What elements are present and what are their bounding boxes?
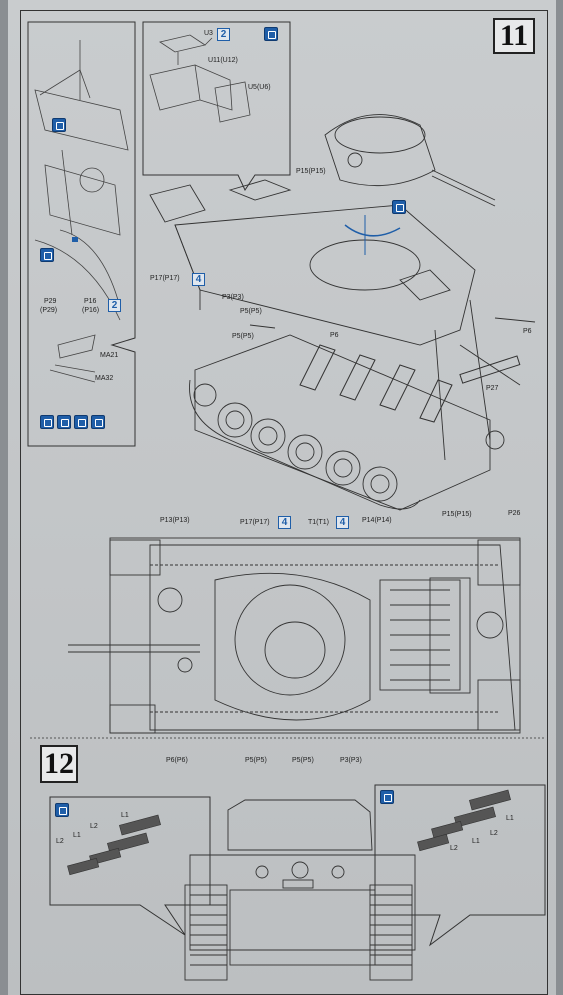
drill-icon bbox=[74, 415, 88, 429]
cement-icon bbox=[52, 118, 66, 132]
road-wheels bbox=[193, 383, 505, 502]
label-plan-t1: T1(T1) bbox=[308, 519, 329, 526]
label-plan-p6: P6(P6) bbox=[166, 757, 188, 764]
label-p6-a: P6 bbox=[330, 332, 339, 339]
label-p5-b: P5(P5) bbox=[232, 333, 254, 340]
label-u11-u12: U11(U12) bbox=[208, 57, 238, 64]
label-plan-p13: P13(P13) bbox=[160, 517, 190, 524]
inset-step12-left bbox=[49, 796, 211, 936]
label-s12-right-l1-b: L1 bbox=[472, 838, 480, 845]
label-p16-alt: (P16) bbox=[82, 307, 100, 314]
qty-badge-p16: 2 bbox=[108, 299, 121, 312]
paint-icon bbox=[57, 415, 71, 429]
qty-badge-plan-t1: 4 bbox=[336, 516, 349, 529]
cement-icon bbox=[55, 803, 69, 817]
cement-icon bbox=[40, 248, 54, 262]
label-s12-left-l2-a: L2 bbox=[90, 823, 98, 830]
label-plan-p14: P14(P14) bbox=[362, 517, 392, 524]
label-p27: P27 bbox=[486, 385, 499, 392]
label-p16: P16 bbox=[84, 298, 97, 305]
label-s12-left-l1-a: L1 bbox=[121, 812, 129, 819]
instruction-sheet bbox=[8, 0, 556, 995]
rotation-arrow bbox=[344, 224, 401, 237]
label-ma32: MA32 bbox=[95, 375, 114, 382]
qty-badge-plan-p17: 4 bbox=[278, 516, 291, 529]
label-s12-right-l1-a: L1 bbox=[506, 815, 514, 822]
label-p29: P29 bbox=[44, 298, 57, 305]
label-plan-p3: P3(P3) bbox=[340, 757, 362, 764]
plan-view bbox=[68, 537, 521, 734]
inset-top-frame bbox=[142, 21, 291, 192]
label-p6-b: P6 bbox=[523, 328, 532, 335]
cement-icon bbox=[264, 27, 278, 41]
label-s12-left-l2-b: L2 bbox=[56, 838, 64, 845]
label-s12-left-l1-b: L1 bbox=[73, 832, 81, 839]
label-plan-p5-a: P5(P5) bbox=[245, 757, 267, 764]
cement-icon bbox=[40, 415, 54, 429]
qty-badge-p17: 4 bbox=[192, 273, 205, 286]
rear-view bbox=[184, 799, 416, 981]
paint-icon bbox=[392, 200, 406, 214]
label-p17: P17(P17) bbox=[150, 275, 180, 282]
label-u5-u6: U5(U6) bbox=[248, 84, 271, 91]
label-p3: P3(P3) bbox=[222, 294, 244, 301]
label-s12-right-l2-a: L2 bbox=[490, 830, 498, 837]
step-number-12: 12 bbox=[40, 745, 78, 783]
inset-left-frame bbox=[27, 21, 136, 447]
label-s12-right-l2-b: L2 bbox=[450, 845, 458, 852]
label-plan-p15: P15(P15) bbox=[442, 511, 472, 518]
label-p5-a: P5(P5) bbox=[240, 308, 262, 315]
bend-icon bbox=[91, 415, 105, 429]
inset-step12-right bbox=[374, 784, 546, 947]
label-plan-p5-b: P5(P5) bbox=[292, 757, 314, 764]
label-p15: P15(P15) bbox=[296, 168, 326, 175]
step-number-11: 11 bbox=[493, 18, 535, 54]
qty-badge-u3: 2 bbox=[217, 28, 230, 41]
label-plan-p17: P17(P17) bbox=[240, 519, 270, 526]
label-plan-p26: P26 bbox=[508, 510, 521, 517]
label-p29-alt: (P29) bbox=[40, 307, 58, 314]
label-ma21: MA21 bbox=[100, 352, 119, 359]
tank-exploded-view bbox=[149, 114, 521, 511]
label-u3: U3 bbox=[204, 30, 213, 37]
cement-icon bbox=[380, 790, 394, 804]
